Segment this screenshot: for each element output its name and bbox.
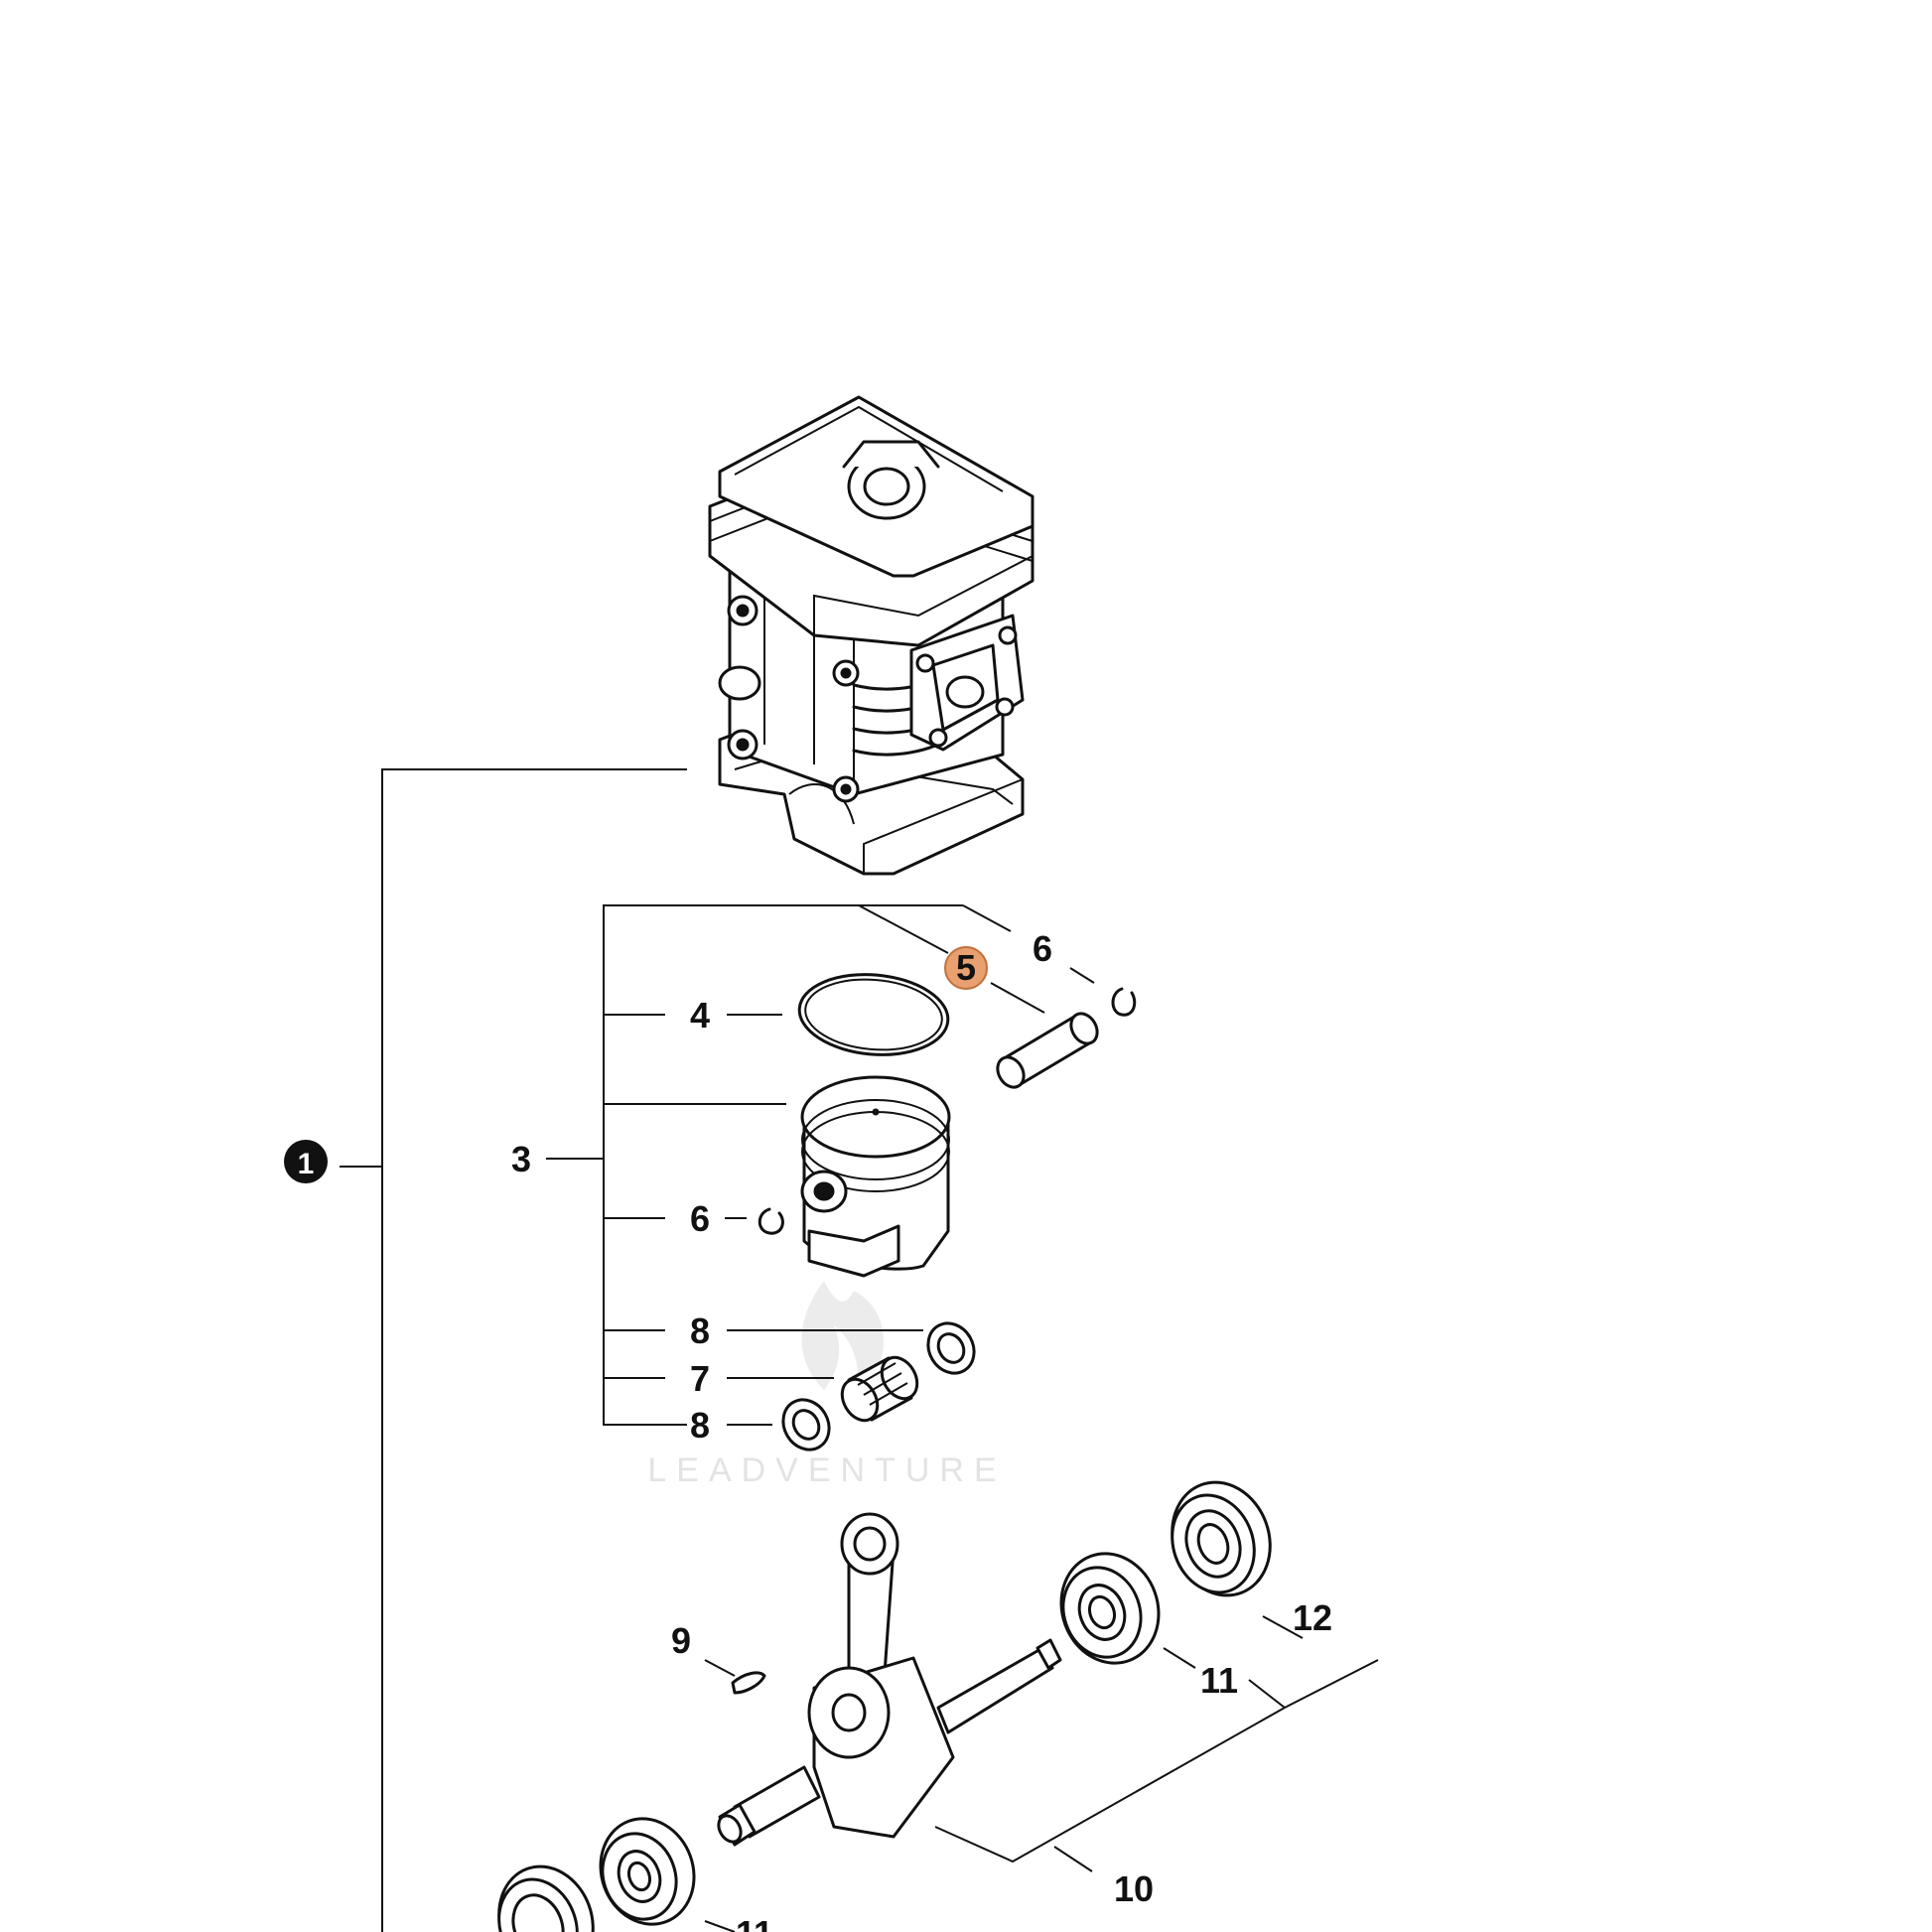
callout-11-left[interactable]: 11 — [736, 1913, 773, 1932]
callout-8-bottom[interactable]: 8 — [690, 1405, 710, 1446]
thrust-washer-bottom[interactable] — [774, 1391, 838, 1457]
needle-bearing[interactable] — [835, 1351, 924, 1427]
callout-7[interactable]: 7 — [690, 1358, 710, 1399]
piston-ring[interactable] — [796, 969, 951, 1061]
circlip-top[interactable] — [1111, 987, 1137, 1017]
callout-12[interactable]: 12 — [1293, 1597, 1332, 1638]
callout-6-top[interactable]: 6 — [1033, 928, 1052, 969]
piston[interactable] — [800, 1075, 951, 1278]
callout-11-right[interactable]: 11 — [1200, 1660, 1238, 1701]
callout-8-top[interactable]: 8 — [690, 1311, 710, 1351]
oil-seal-right[interactable] — [1157, 1468, 1286, 1609]
watermark-text: LEADVENTURE — [647, 1451, 1006, 1489]
crankshaft[interactable] — [714, 1512, 1062, 1847]
callout-1-label: 1 — [298, 1148, 315, 1180]
leader-lines — [340, 768, 1379, 1932]
callout-5[interactable]: 5 — [944, 946, 988, 990]
callout-1[interactable]: 1 — [284, 1140, 328, 1183]
circlip-mid[interactable] — [758, 1207, 784, 1235]
callout-9[interactable]: 9 — [671, 1620, 691, 1661]
woodruff-key[interactable] — [731, 1671, 766, 1695]
callout-10[interactable]: 10 — [1114, 1868, 1154, 1909]
watermark: LEADVENTURE — [647, 1281, 1006, 1489]
assembly-callout-badge — [284, 1140, 328, 1183]
ball-bearing-left[interactable] — [586, 1806, 708, 1932]
callout-4[interactable]: 4 — [690, 995, 710, 1035]
oil-seal-left[interactable] — [484, 1854, 609, 1932]
piston-pin[interactable] — [993, 1009, 1103, 1092]
callout-6-mid[interactable]: 6 — [690, 1198, 710, 1239]
watermark-flame-icon — [801, 1281, 884, 1400]
ball-bearing-right[interactable] — [1046, 1540, 1174, 1677]
cylinder-assembly[interactable] — [708, 395, 1035, 876]
highlight-badge — [944, 946, 988, 990]
callout-3[interactable]: 3 — [511, 1139, 531, 1179]
thrust-washer-top[interactable] — [919, 1314, 983, 1381]
callout-5-label: 5 — [956, 947, 976, 988]
